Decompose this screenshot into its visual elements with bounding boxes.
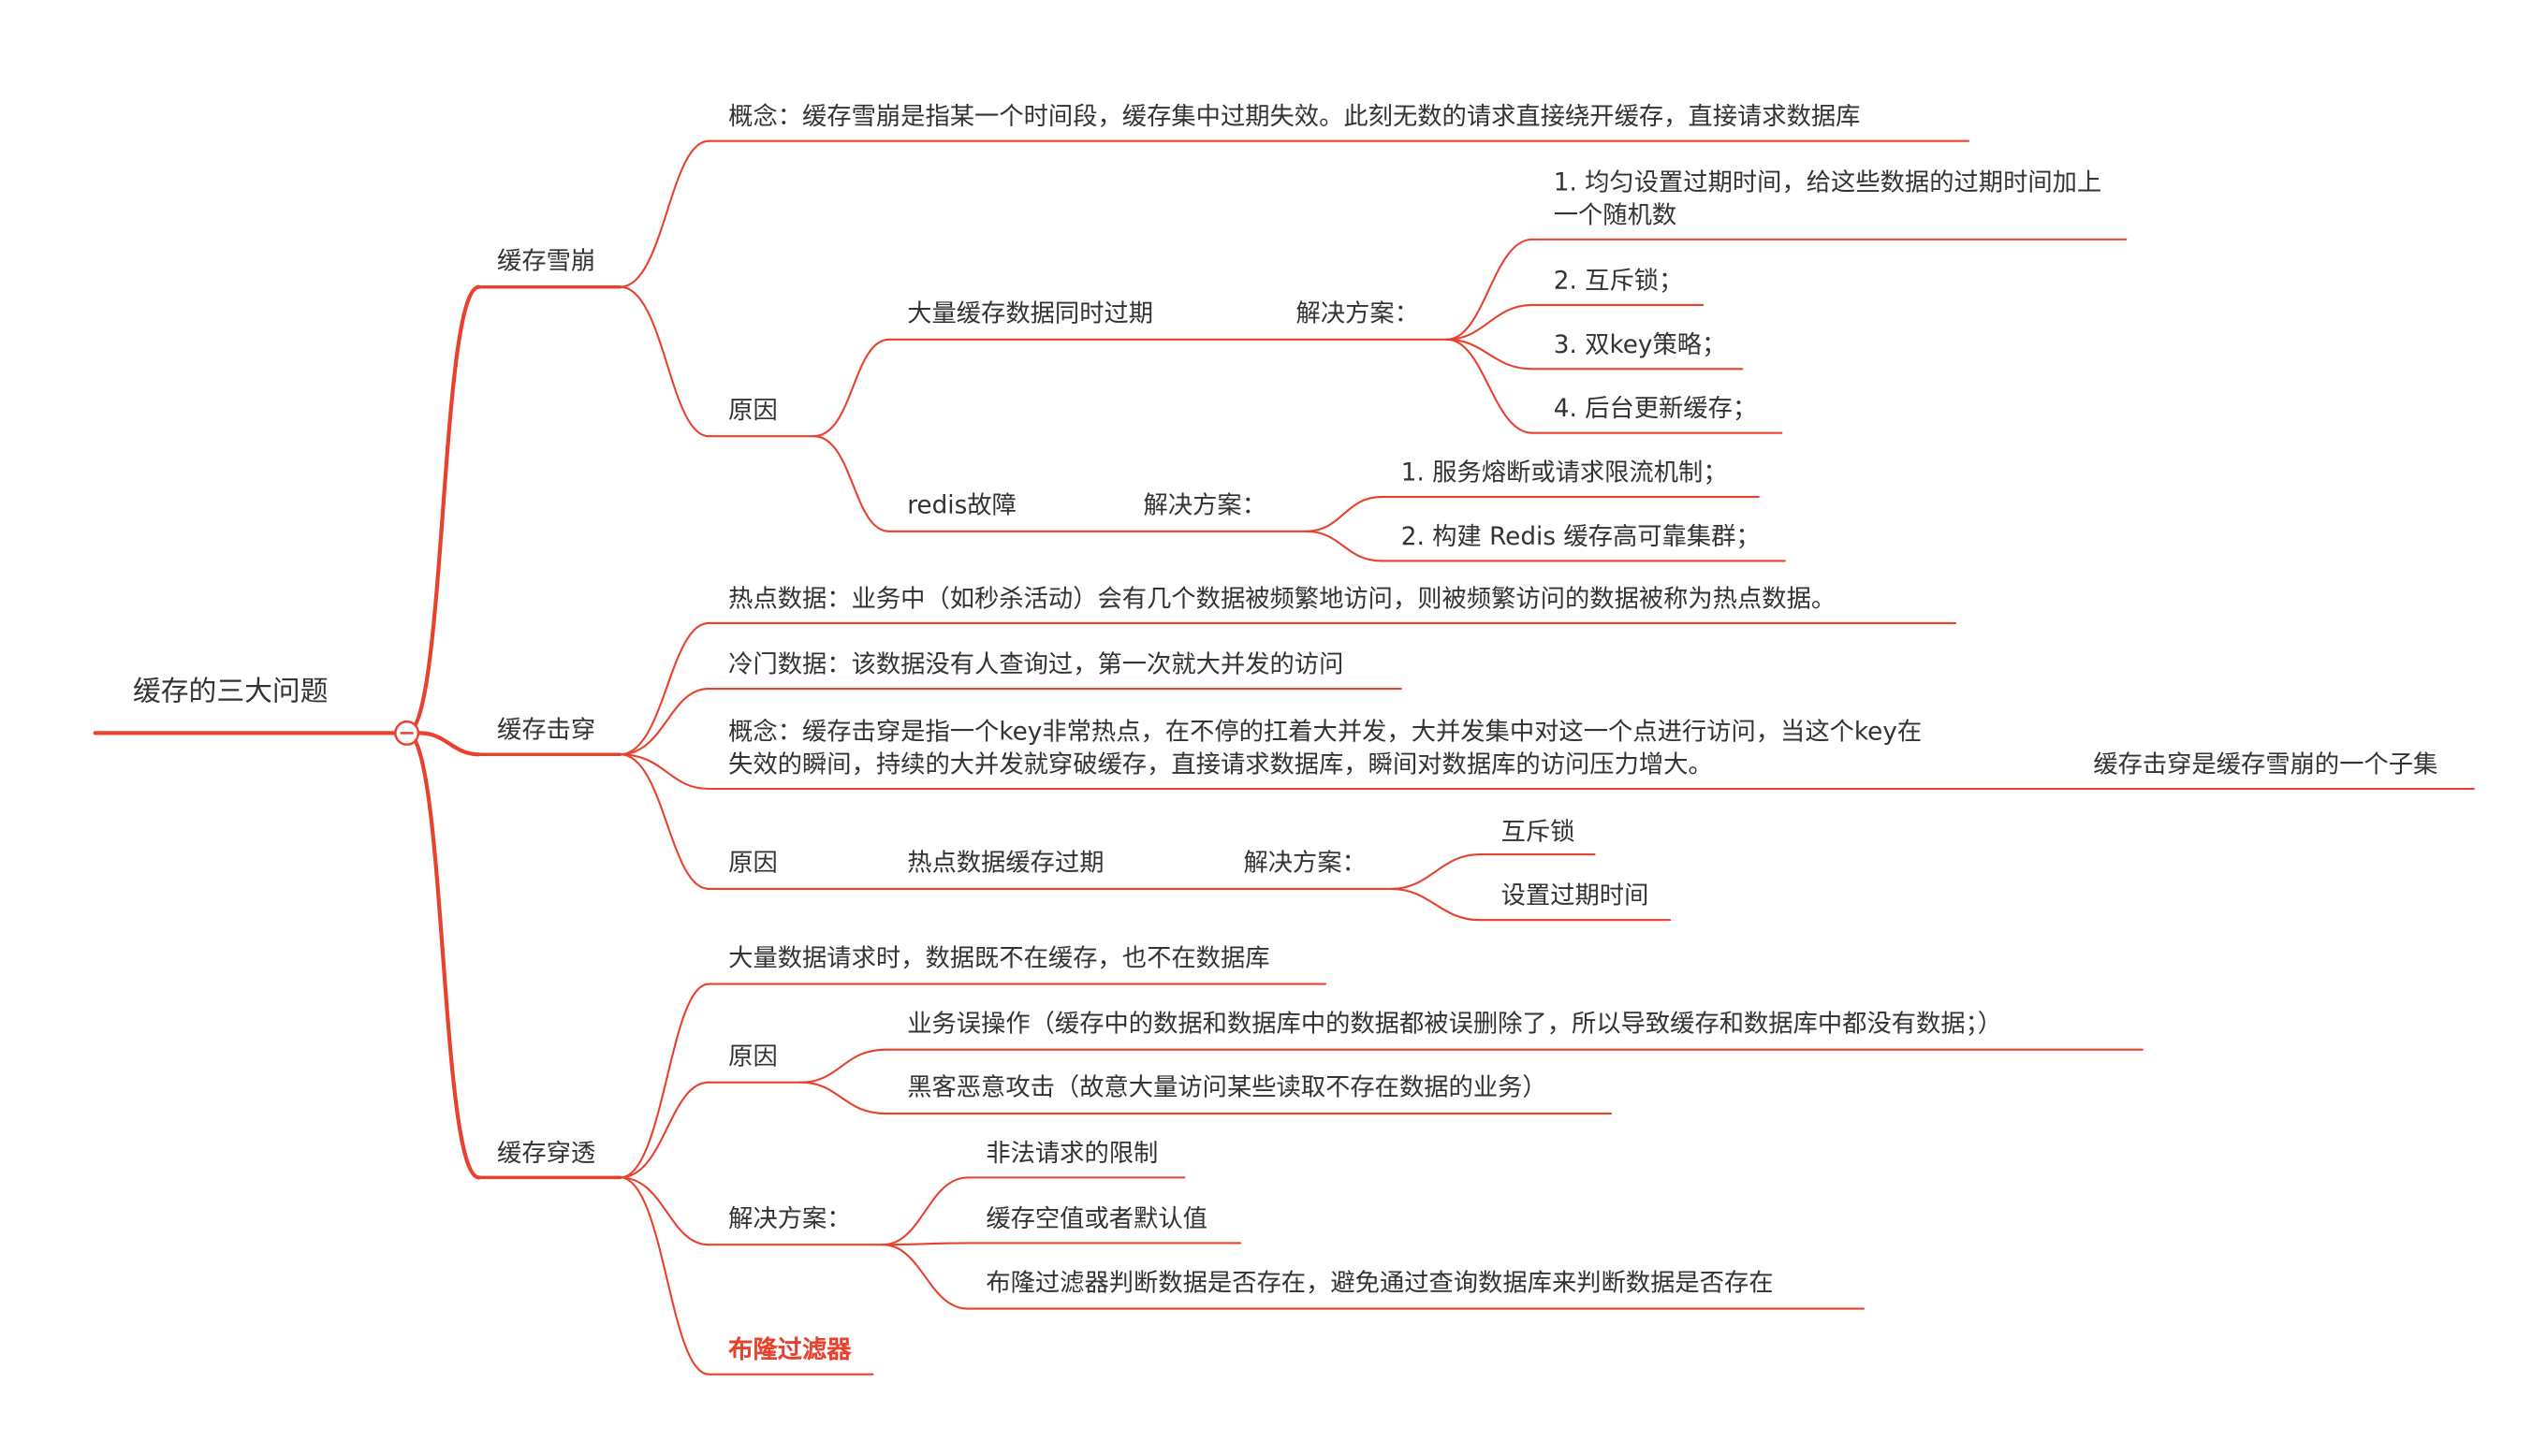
breakdown-solution-label[interactable]: 解决方案： xyxy=(1243,848,1367,878)
avalanche-concept[interactable]: 概念：缓存雪崩是指某一个时间段，缓存集中过期失效。此刻无数的请求直接绕开缓存，直… xyxy=(728,101,1861,132)
penetration-bloom-filter[interactable]: 布隆过滤器 xyxy=(728,1334,852,1365)
minus-circle-icon[interactable] xyxy=(394,720,420,746)
topic-cache-avalanche[interactable]: 缓存雪崩 xyxy=(497,245,596,276)
root-topic[interactable]: 缓存的三大问题 xyxy=(132,676,329,709)
breakdown-concept[interactable]: 概念：缓存击穿是指一个key非常热点，在不停的扛着大并发，大并发集中对这一个点进… xyxy=(728,716,1923,779)
breakdown-solution-set-ttl[interactable]: 设置过期时间 xyxy=(1500,881,1649,910)
avalanche-solution-label-1[interactable]: 解决方案： xyxy=(1295,298,1420,328)
avalanche-cause-mass-expiry[interactable]: 大量缓存数据同时过期 xyxy=(907,298,1154,328)
breakdown-cause-hot-key-expiry[interactable]: 热点数据缓存过期 xyxy=(907,848,1105,878)
breakdown-hot-data[interactable]: 热点数据：业务中（如秒杀活动）会有几个数据被频繁地访问，则被频繁访问的数据被称为… xyxy=(728,583,1836,614)
trunk-penetration xyxy=(404,731,481,1180)
breakdown-cold-data[interactable]: 冷门数据：该数据没有人查询过，第一次就大并发的访问 xyxy=(728,649,1344,679)
topic-cache-breakdown[interactable]: 缓存击穿 xyxy=(497,715,596,745)
penetration-solution-label[interactable]: 解决方案： xyxy=(728,1203,852,1233)
avalanche-solution-circuit-breaker[interactable]: 1. 服务熔断或请求限流机制； xyxy=(1400,457,1728,488)
penetration-solution-bloom-check[interactable]: 布隆过滤器判断数据是否存在，避免通过查询数据库来判断数据是否存在 xyxy=(986,1267,1774,1298)
avalanche-solution-mutex[interactable]: 2. 互斥锁； xyxy=(1553,265,1684,296)
avalanche-solution-random-ttl[interactable]: 1. 均匀设置过期时间，给这些数据的过期时间加上一个随机数 xyxy=(1553,167,2102,230)
penetration-description[interactable]: 大量数据请求时，数据既不在缓存，也不在数据库 xyxy=(728,942,1270,973)
trunk-avalanche xyxy=(404,284,481,735)
topic-cache-penetration[interactable]: 缓存穿透 xyxy=(497,1138,596,1168)
penetration-solution-cache-null[interactable]: 缓存空值或者默认值 xyxy=(986,1203,1207,1233)
breakdown-note[interactable]: 缓存击穿是缓存雪崩的一个子集 xyxy=(2093,749,2438,779)
trunk-breakdown xyxy=(417,731,481,757)
avalanche-solution-dual-key[interactable]: 3. 双key策略； xyxy=(1553,329,1727,359)
breakdown-solution-mutex[interactable]: 互斥锁 xyxy=(1500,816,1575,847)
breakdown-cause[interactable]: 原因 xyxy=(728,848,778,878)
penetration-cause-malicious-attack[interactable]: 黑客恶意攻击（故意大量访问某些读取不存在数据的业务） xyxy=(907,1072,1547,1102)
avalanche-cause-redis-failure[interactable]: redis故障 xyxy=(907,490,1017,520)
avalanche-solution-ha-cluster[interactable]: 2. 构建 Redis 缓存高可靠集群； xyxy=(1400,521,1761,551)
penetration-cause[interactable]: 原因 xyxy=(728,1041,778,1071)
penetration-solution-request-limit[interactable]: 非法请求的限制 xyxy=(986,1138,1159,1168)
avalanche-solution-background-refresh[interactable]: 4. 后台更新缓存； xyxy=(1553,393,1758,424)
avalanche-solution-label-2[interactable]: 解决方案： xyxy=(1143,490,1267,520)
penetration-cause-misoperation[interactable]: 业务误操作（缓存中的数据和数据库中的数据都被误删除了，所以导致缓存和数据库中都没… xyxy=(907,1008,2003,1039)
avalanche-cause[interactable]: 原因 xyxy=(728,395,778,425)
